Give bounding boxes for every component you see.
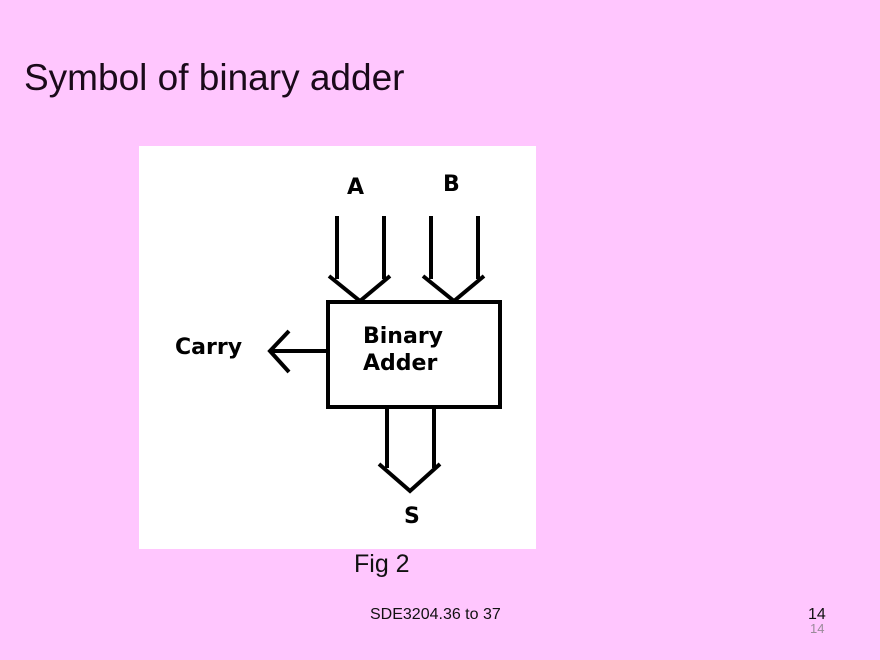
output-s-label: S [404, 504, 420, 529]
figure-caption: Fig 2 [354, 550, 410, 578]
slide-title: Symbol of binary adder [24, 57, 405, 98]
page-number-secondary: 14 [810, 621, 825, 636]
binary-adder-diagram: A B Carry Binary Adder S [139, 146, 536, 549]
adder-block [326, 300, 502, 409]
input-a-arrowhead [327, 274, 392, 304]
carry-label: Carry [175, 335, 243, 360]
block-label-line1: Binary [363, 324, 444, 349]
page-number: 14 [808, 606, 826, 623]
input-b-label: B [443, 172, 460, 197]
footer-text: SDE3204.36 to 37 [370, 606, 501, 623]
sum-arrowhead [377, 462, 442, 494]
input-b-arrowhead [421, 274, 486, 304]
block-label-line2: Adder [363, 351, 438, 376]
input-a-label: A [347, 175, 365, 200]
carry-arrowhead [267, 329, 291, 374]
diagram-lines [267, 216, 502, 494]
